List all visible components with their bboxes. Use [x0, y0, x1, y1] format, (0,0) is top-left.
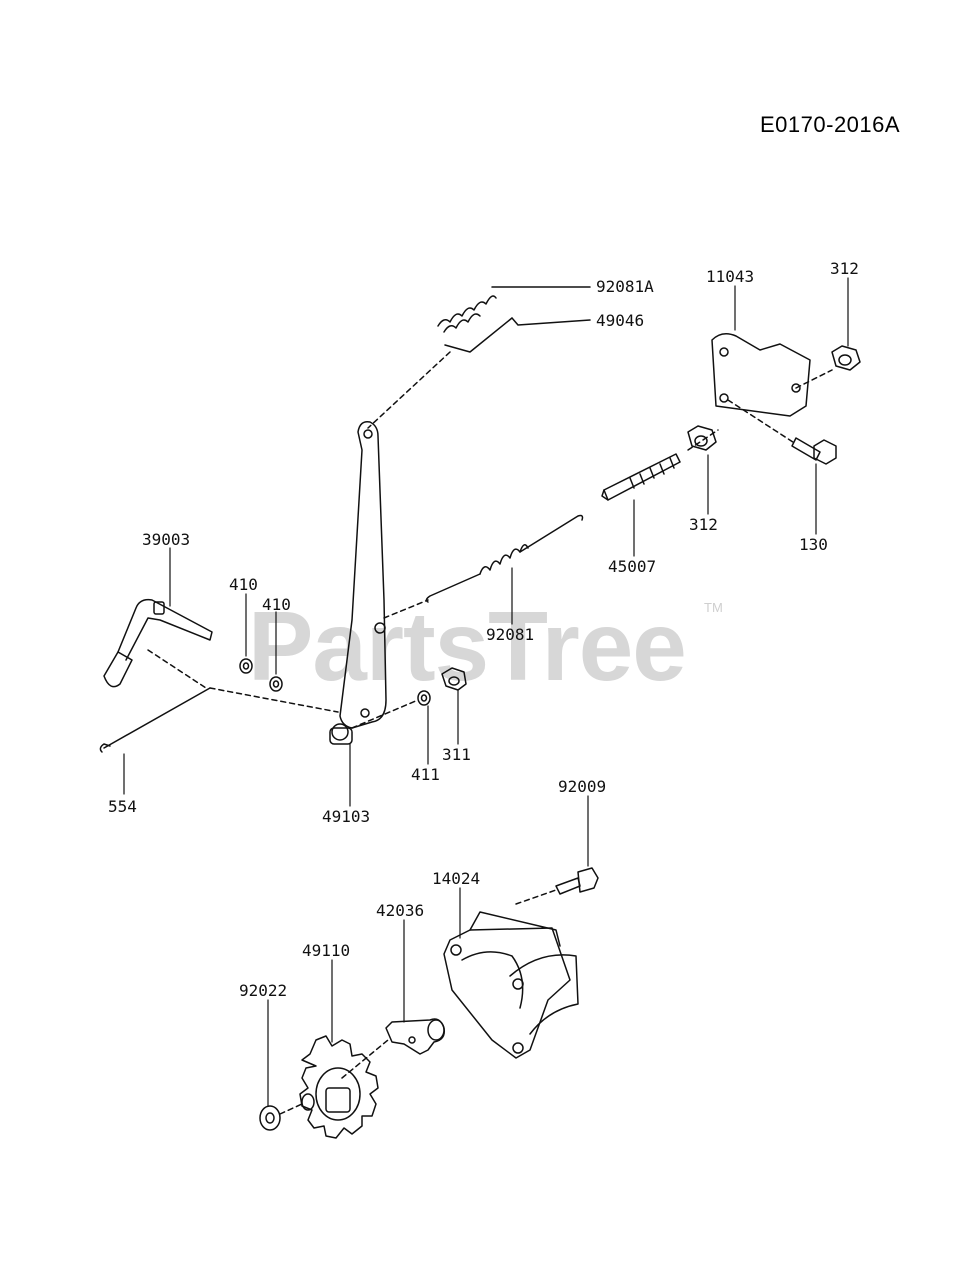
watermark-trademark: TM [704, 600, 723, 615]
part-labels: 92081A 49046 11043 312 312 130 45007 390… [108, 259, 859, 1000]
leader-lines [123, 277, 849, 1107]
label-39003: 39003 [142, 530, 190, 549]
label-49103: 49103 [322, 807, 370, 826]
nut-311 [441, 667, 467, 691]
bracket-11043 [711, 333, 833, 445]
label-11043: 11043 [706, 267, 754, 286]
shaft-42036 [341, 1018, 446, 1079]
washer-92022 [259, 1103, 303, 1131]
cable-554 [99, 687, 339, 753]
label-92009: 92009 [558, 777, 606, 796]
label-42036: 42036 [376, 901, 424, 920]
spring-92081 [383, 514, 584, 619]
nut-312-mid [687, 425, 717, 451]
label-49046: 49046 [596, 311, 644, 330]
label-311: 311 [442, 745, 471, 764]
bolt-92009 [515, 867, 599, 905]
watermark-logo: PartsTree [248, 591, 687, 701]
rod-39003 [103, 598, 213, 689]
label-14024: 14024 [432, 869, 480, 888]
label-312-top: 312 [830, 259, 859, 278]
label-411: 411 [411, 765, 440, 784]
label-130: 130 [799, 535, 828, 554]
housing-14024 [443, 911, 579, 1059]
label-410-a: 410 [229, 575, 258, 594]
label-554: 554 [108, 797, 137, 816]
label-49110: 49110 [302, 941, 350, 960]
rod-49046 [444, 317, 591, 353]
label-410-b: 410 [262, 595, 291, 614]
washer-410-b [269, 676, 283, 692]
label-92081A: 92081A [596, 277, 654, 296]
governor-lever-49103 [329, 420, 387, 745]
adjusting-screw-45007 [601, 429, 719, 501]
washer-411 [351, 690, 431, 729]
diagram-code: E0170-2016A [760, 112, 901, 137]
label-92022: 92022 [239, 981, 287, 1000]
gear-49110 [299, 1035, 379, 1139]
bolt-130 [791, 437, 837, 465]
label-45007: 45007 [608, 557, 656, 576]
washer-410-a [239, 658, 253, 674]
label-92081: 92081 [486, 625, 534, 644]
nut-312-top [831, 345, 861, 371]
spring-92081a [437, 286, 591, 333]
label-312-mid: 312 [689, 515, 718, 534]
